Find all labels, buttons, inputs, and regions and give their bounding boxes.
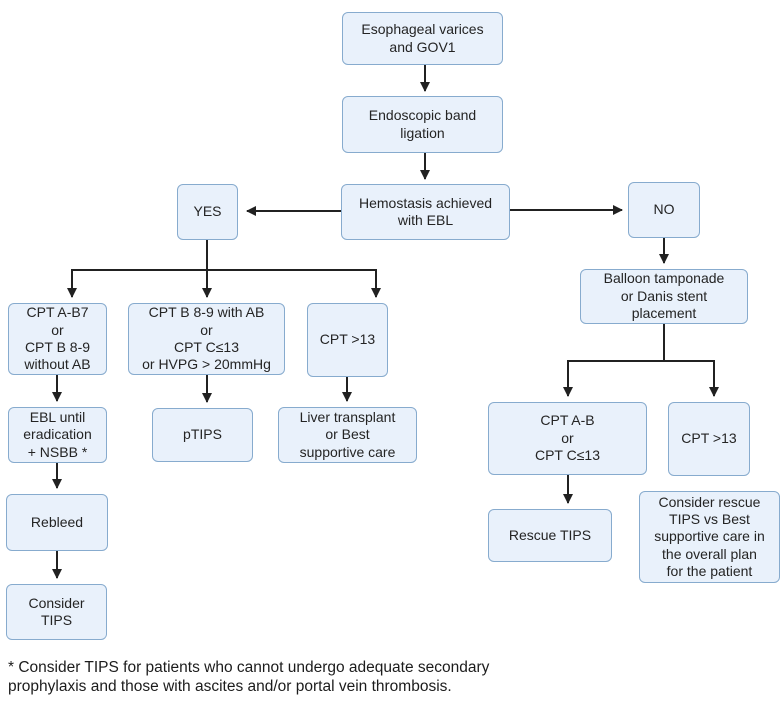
node-liver-transplant: Liver transplant or Best supportive care: [278, 407, 417, 463]
node-rebleed: Rebleed: [6, 494, 108, 551]
node-no: NO: [628, 182, 700, 238]
node-cpt-ab-or-c13: CPT A-B or CPT C≤13: [488, 402, 647, 475]
node-consider-tips: Consider TIPS: [6, 584, 107, 640]
node-cpt-ab7-without-ab: CPT A-B7 or CPT B 8-9 without AB: [8, 303, 107, 375]
node-endoscopic-band-ligation: Endoscopic band ligation: [342, 96, 503, 153]
node-balloon-tamponade: Balloon tamponade or Danis stent placeme…: [580, 269, 748, 324]
node-rescue-tips: Rescue TIPS: [488, 509, 612, 562]
node-cpt-b89-with-ab: CPT B 8-9 with AB or CPT C≤13 or HVPG > …: [128, 303, 285, 375]
node-ptips: pTIPS: [152, 408, 253, 462]
node-consider-rescue-tips: Consider rescue TIPS vs Best supportive …: [639, 491, 780, 583]
node-cpt-gt13-left: CPT >13: [307, 303, 388, 377]
node-hemostasis-achieved: Hemostasis achieved with EBL: [341, 184, 510, 240]
node-cpt-gt13-right: CPT >13: [668, 402, 750, 476]
footnote: * Consider TIPS for patients who cannot …: [8, 659, 490, 695]
node-yes: YES: [177, 184, 238, 240]
node-esophageal-varices: Esophageal varices and GOV1: [342, 12, 503, 65]
node-ebl-until-eradication: EBL until eradication + NSBB *: [8, 407, 107, 463]
